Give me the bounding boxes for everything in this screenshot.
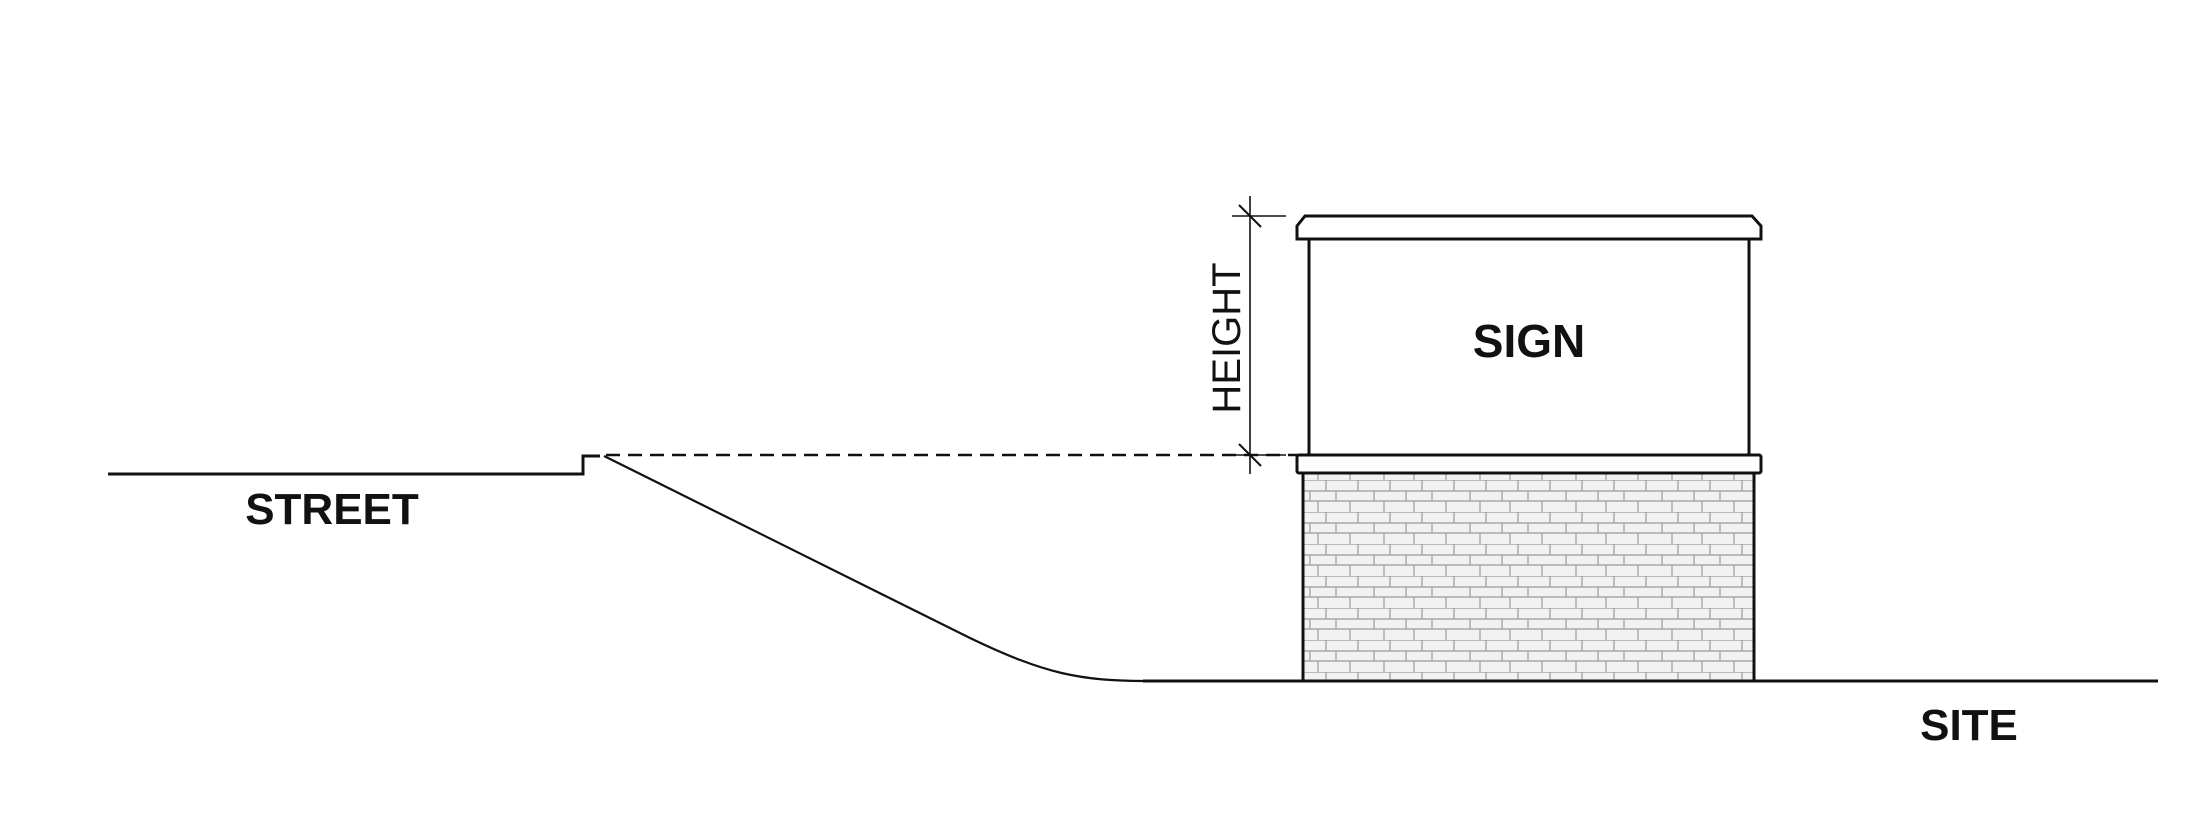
height-tick-top <box>1238 204 1262 228</box>
street-ground-line <box>108 454 600 476</box>
sign-label: SIGN <box>1473 315 1585 367</box>
height-tick-bottom <box>1238 443 1262 467</box>
masonry-base <box>1301 471 1756 683</box>
street-label: STREET <box>245 485 419 534</box>
base-cap <box>1295 453 1763 475</box>
height-dimension <box>1232 196 1286 474</box>
sign-panel <box>1307 237 1751 457</box>
sign-top-cap <box>1295 214 1763 241</box>
site-label: SITE <box>1920 701 2018 750</box>
embankment-slope <box>603 455 1149 683</box>
height-label: HEIGHT <box>1205 262 1249 413</box>
